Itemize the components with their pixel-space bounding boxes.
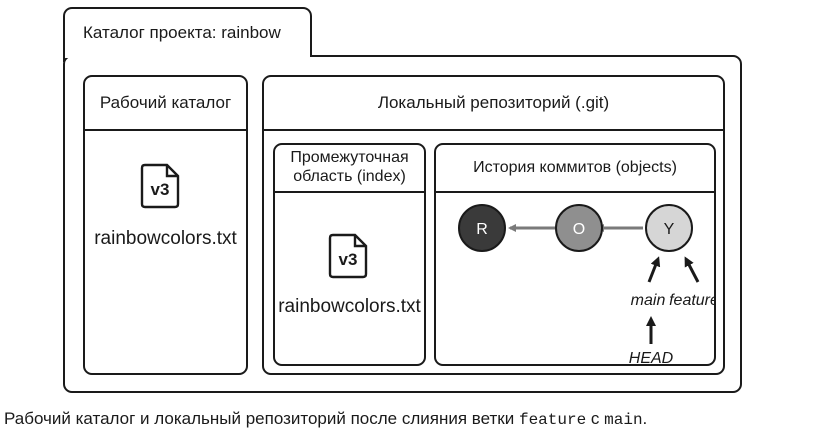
figure-caption: Рабочий каталог и локальный репозиторий …: [4, 409, 647, 429]
commit-r-label: R: [476, 221, 488, 238]
caption-code-feature: feature: [518, 411, 587, 429]
file-icon: v3: [328, 233, 368, 279]
main-pointer-arrow: [647, 256, 661, 283]
working-file-name: rainbowcolors.txt: [94, 228, 237, 249]
staging-file-name: rainbowcolors.txt: [278, 296, 421, 317]
commit-r: R: [458, 204, 506, 252]
project-directory-tab: Каталог проекта: rainbow: [63, 7, 312, 62]
staging-area-title-line1: Промежуточная: [290, 149, 409, 166]
head-label: HEAD: [629, 350, 674, 367]
working-directory-header: Рабочий каталог: [85, 77, 246, 131]
commit-history-title: История коммитов (objects): [473, 159, 677, 176]
commit-r-circle: [458, 204, 506, 252]
caption-text-2: с: [586, 409, 605, 428]
caption-text-3: .: [642, 409, 648, 428]
caption-text-1: Рабочий каталог и локальный репозиторий …: [4, 409, 519, 428]
feature-pointer-arrow: [684, 256, 700, 283]
staging-area-header: Промежуточная область (index): [275, 145, 424, 193]
commit-history-header: История коммитов (objects): [436, 145, 714, 193]
commit-o-circle: [555, 204, 603, 252]
commit-y: Y: [645, 204, 693, 252]
branch-main-label: main: [631, 292, 666, 309]
commit-history-box: История коммитов (objects): [434, 143, 716, 366]
commit-o: O: [555, 204, 603, 252]
file-version-label: v3: [151, 180, 170, 199]
commit-y-circle: [645, 204, 693, 252]
caption-code-main: main: [604, 411, 643, 429]
local-repository-title: Локальный репозиторий (.git): [377, 93, 610, 112]
project-directory-title: Каталог проекта: rainbow: [83, 23, 281, 42]
local-repository-header: Локальный репозиторий (.git): [264, 77, 723, 131]
commit-o-label: O: [573, 221, 585, 238]
working-directory-title: Рабочий каталог: [99, 93, 232, 112]
file-icon: v3: [140, 163, 180, 209]
commit-graph: R O Y main feature HEAD: [458, 204, 716, 367]
tab-seam: [65, 54, 310, 58]
working-directory-box: Рабочий каталог: [83, 75, 248, 375]
branch-feature-label: feature: [669, 292, 716, 309]
commit-y-label: Y: [664, 221, 675, 238]
file-version-label: v3: [339, 250, 358, 269]
staging-area-title-line2: область (index): [293, 168, 406, 185]
